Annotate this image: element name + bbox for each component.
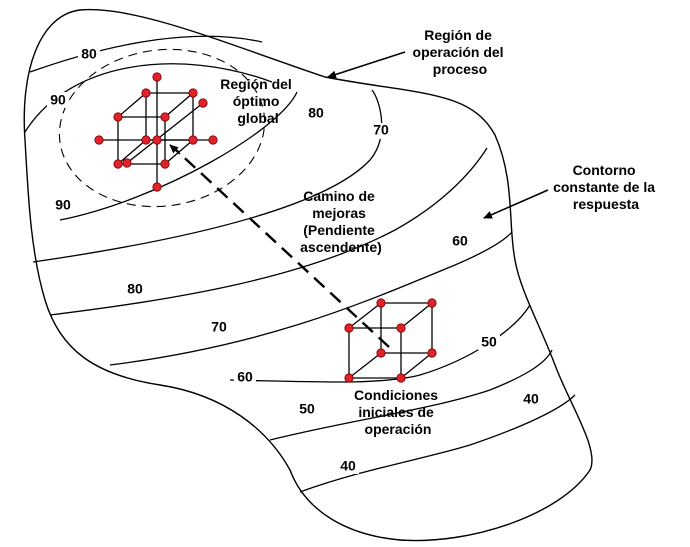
- contour-label-80-left: 80: [127, 281, 143, 297]
- design-point: [160, 159, 170, 169]
- design-point: [396, 373, 406, 383]
- design-point: [141, 135, 151, 145]
- contour-label-40-right: 40: [523, 391, 539, 407]
- initial-conditions-design-points: [344, 298, 437, 383]
- process-region-label: Región de operación del proceso: [413, 27, 508, 77]
- process-region-arrow: [327, 51, 406, 79]
- contour-label-70-top: 70: [373, 122, 389, 138]
- contour-60-curve: [49, 147, 488, 316]
- contour-label-70-left: 70: [211, 319, 227, 335]
- initial-conditions-label: Condiciones iniciales de operación: [354, 387, 442, 437]
- steepest-ascent-arrowhead: [169, 144, 181, 155]
- contour-label-80-top: 80: [81, 46, 97, 62]
- contour-label-60-left: 60: [237, 369, 253, 385]
- design-point: [160, 112, 170, 122]
- design-point: [113, 159, 123, 169]
- contour-label-50-left: 50: [299, 401, 315, 417]
- design-point: [344, 373, 354, 383]
- contour-80-right-curve: [59, 91, 298, 221]
- contour-20-curve: [299, 394, 576, 493]
- global-optimum-label: Región del óptimo global: [220, 76, 295, 126]
- design-point: [113, 112, 123, 122]
- design-point: [344, 323, 354, 333]
- axial-point: [152, 182, 162, 192]
- contour-30-curve: [269, 349, 553, 441]
- process-region-boundary: [23, 8, 593, 542]
- contour-label-90-bottom: 90: [55, 197, 71, 213]
- contour-label-80-mid: 80: [308, 105, 324, 121]
- response-contour-label: Contorno constante de la respuesta: [553, 162, 659, 212]
- improvement-path-label: Camino de mejoras (Pendiente ascendente): [300, 188, 382, 255]
- contour-80-upper: [29, 35, 263, 73]
- global-optimum-region-outline: [58, 48, 266, 208]
- contour-label-40-bottom: 40: [340, 458, 356, 474]
- design-point: [188, 88, 198, 98]
- contour-labels: 80 90 80 70 90 60 80 70 50 60 40 50 40: [47, 46, 542, 474]
- design-point: [427, 298, 437, 308]
- contour-50-curve: [109, 231, 513, 366]
- axial-point: [122, 158, 132, 168]
- design-point: [427, 348, 437, 358]
- design-point: [376, 348, 386, 358]
- axial-point: [152, 72, 162, 82]
- contour-70-right-curve: [32, 89, 383, 263]
- global-optimum-design-points: [94, 72, 218, 192]
- center-point: [152, 135, 162, 145]
- initial-conditions-cube: [348, 302, 433, 379]
- contour-90-upper: [24, 63, 273, 133]
- design-point: [188, 135, 198, 145]
- response-contour-arrow: [483, 189, 549, 219]
- contour-label-90-top: 90: [50, 92, 66, 108]
- axial-point: [94, 135, 104, 145]
- contour-40-curve: [229, 304, 531, 383]
- contour-label-60-right: 60: [452, 233, 468, 249]
- steepest-ascent-path: [175, 149, 390, 348]
- axial-point: [198, 98, 208, 108]
- design-point: [141, 88, 151, 98]
- design-point: [376, 298, 386, 308]
- contour-label-50-right: 50: [481, 334, 497, 350]
- axial-point: [208, 135, 218, 145]
- design-point: [396, 323, 406, 333]
